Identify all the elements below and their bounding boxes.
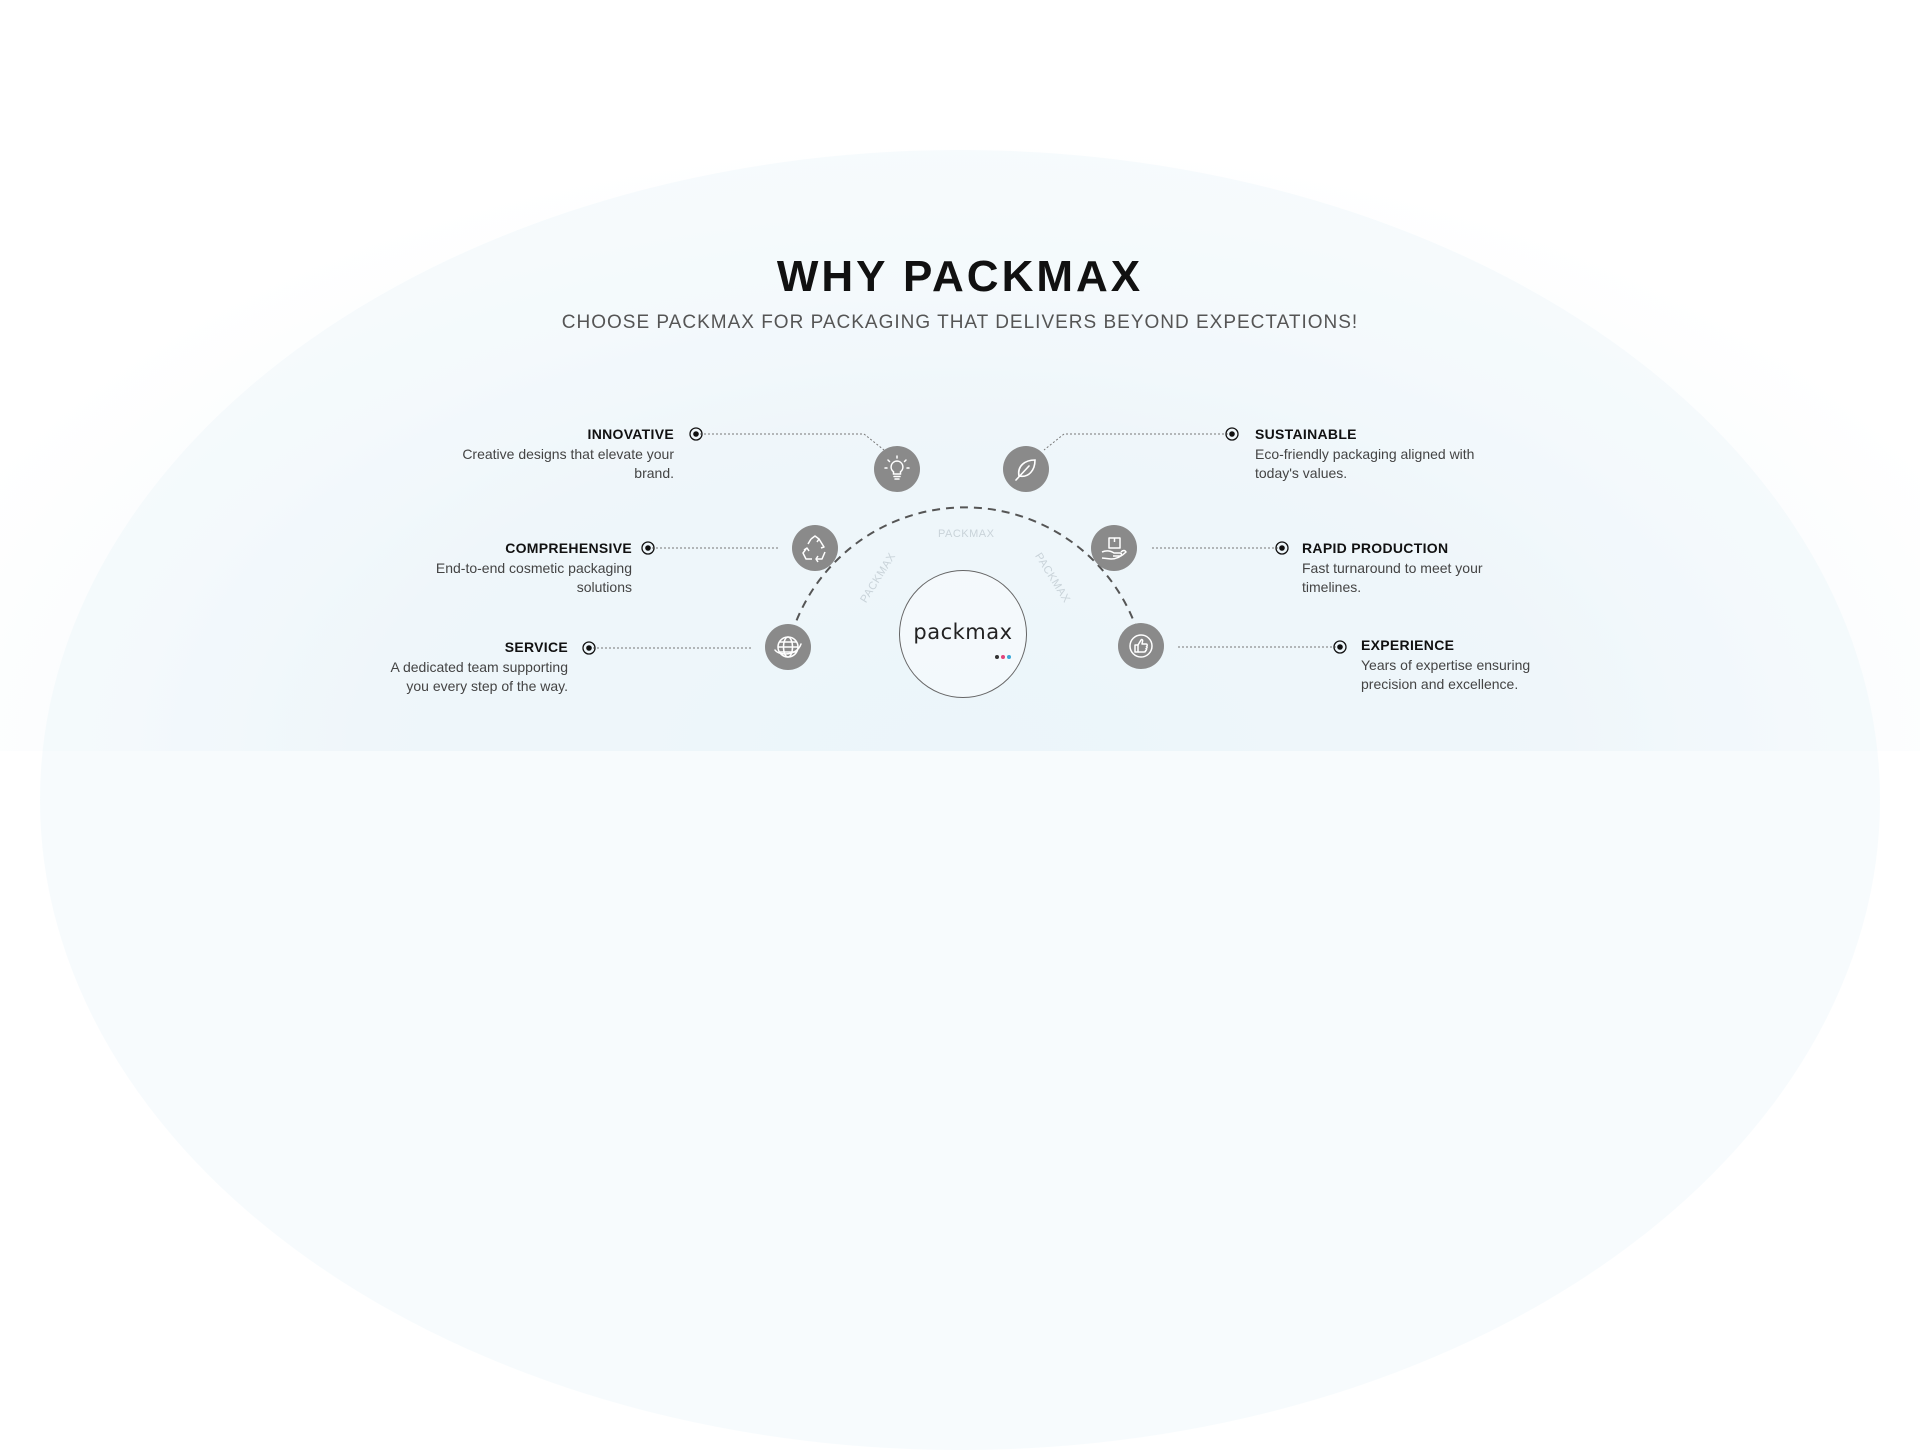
feature-experience-desc: Years of expertise ensuring precision an…	[1361, 657, 1531, 692]
features-diagram	[582, 427, 1347, 655]
bullet-rapid	[1275, 541, 1289, 555]
sustainable-node	[1003, 446, 1049, 492]
feature-rapid-production: RAPID PRODUCTION Fast turnaround to meet…	[1302, 540, 1502, 597]
feature-rapid-desc: Fast turnaround to meet your timelines.	[1302, 560, 1483, 595]
leaf-icon	[1015, 459, 1036, 481]
watermark-top: PACKMAX	[938, 528, 995, 540]
feature-innovative: INNOVATIVE Creative designs that elevate…	[414, 426, 674, 483]
feature-innovative-desc: Creative designs that elevate your brand…	[462, 446, 674, 481]
globe-icon	[774, 636, 802, 658]
bullet-comprehensive	[641, 541, 655, 555]
feature-experience-title: EXPERIENCE	[1361, 637, 1455, 653]
bullet-markers	[582, 427, 1347, 655]
section-subtitle: CHOOSE PACKMAX FOR PACKAGING THAT DELIVE…	[561, 312, 1359, 333]
innovative-node	[874, 446, 920, 492]
bullet-service	[582, 641, 596, 655]
service-node	[765, 624, 811, 670]
feature-service: SERVICE A dedicated team supporting you …	[308, 639, 568, 696]
rapid-production-node	[1091, 525, 1137, 571]
connector-sustainable	[1043, 433, 1232, 451]
feature-comprehensive: COMPREHENSIVE End-to-end cosmetic packag…	[372, 540, 632, 597]
box-in-hand-icon	[1101, 537, 1127, 560]
feature-comprehensive-title: COMPREHENSIVE	[505, 540, 632, 556]
feature-sustainable-title: SUSTAINABLE	[1255, 426, 1357, 442]
feature-sustainable-desc: Eco-friendly packaging aligned with toda…	[1255, 446, 1475, 481]
thumbs-up-icon	[1129, 634, 1153, 658]
section-title: WHY PACKMAX	[776, 252, 1144, 301]
experience-node	[1118, 623, 1164, 669]
logo-dots	[995, 646, 1013, 664]
dashed-arc	[787, 506, 1143, 648]
feature-innovative-title: INNOVATIVE	[587, 426, 674, 442]
bullet-innovative	[689, 427, 703, 441]
logo-wordmark: packmax	[913, 620, 1013, 644]
feature-sustainable: SUSTAINABLE Eco-friendly packaging align…	[1255, 426, 1495, 483]
lightbulb-icon	[884, 455, 910, 480]
packmax-logo: packmax	[899, 570, 1027, 698]
feature-service-desc: A dedicated team supporting you every st…	[390, 659, 568, 694]
bullet-experience	[1333, 640, 1347, 654]
comprehensive-node	[792, 525, 838, 571]
bullet-sustainable	[1225, 427, 1239, 441]
feature-service-title: SERVICE	[504, 639, 568, 655]
feature-rapid-title: RAPID PRODUCTION	[1302, 540, 1449, 556]
feature-experience: EXPERIENCE Years of expertise ensuring p…	[1361, 637, 1561, 694]
feature-comprehensive-desc: End-to-end cosmetic packaging solutions	[435, 560, 632, 595]
recycle-icon	[802, 535, 826, 563]
connector-innovative	[696, 433, 885, 451]
